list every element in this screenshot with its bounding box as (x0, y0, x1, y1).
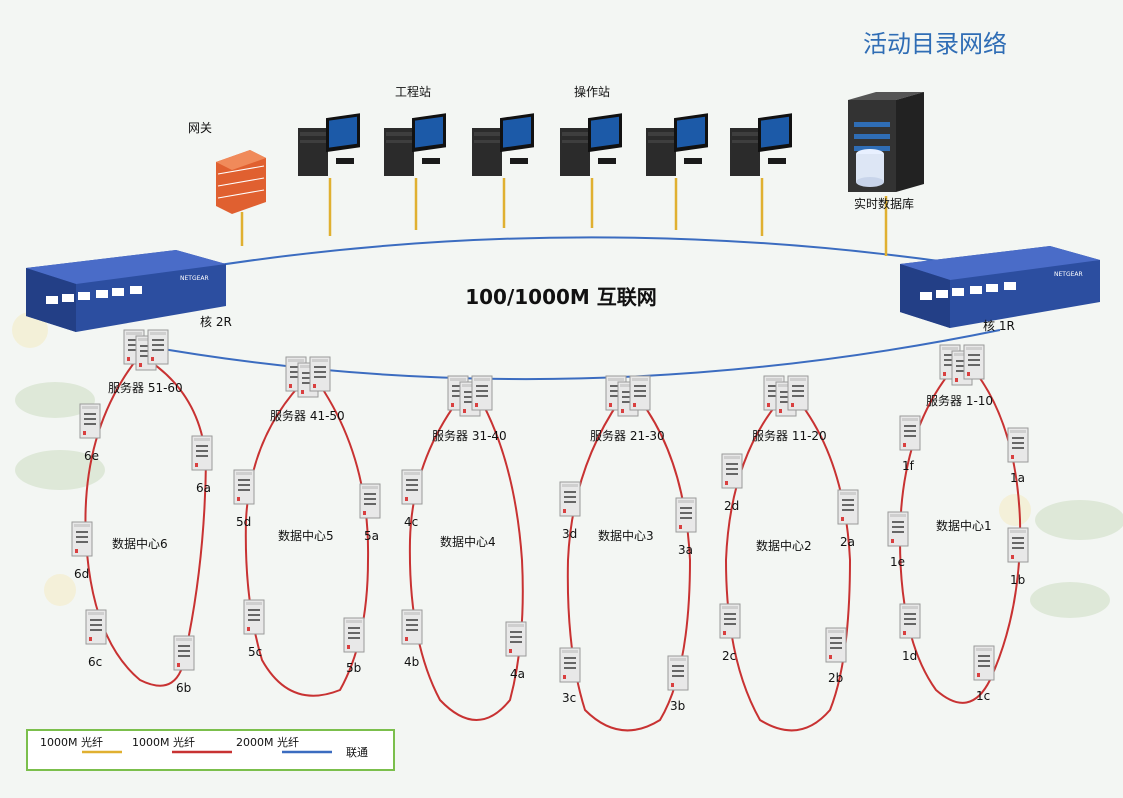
datacenter-label: 数据中心2 (756, 538, 812, 553)
leaf-decoration (12, 312, 1123, 618)
engineering-station-label: 工程站 (395, 84, 431, 99)
node-label: 6e (84, 449, 99, 463)
workstations (298, 113, 792, 176)
node-label: 1b (1010, 573, 1025, 587)
node-label: 5c (248, 645, 262, 659)
node-label: 1c (976, 689, 990, 703)
datacenter-label: 数据中心5 (278, 528, 334, 543)
switch-left-icon (26, 250, 226, 332)
node-label: 6a (196, 481, 211, 495)
fiber-drops (240, 178, 888, 256)
node-label: 6c (88, 655, 102, 669)
node-servers (71, 403, 1029, 691)
server-group-label: 服务器 41-50 (270, 408, 345, 423)
legend-fiber-2000m: 2000M 光纤 (236, 735, 299, 749)
node-label: 4b (404, 655, 419, 669)
server-group-label: 服务器 11-20 (752, 428, 827, 443)
database-server-icon (848, 92, 924, 192)
server-group-label: 服务器 31-40 (432, 428, 507, 443)
switch-brand-right: NETGEAR (1054, 271, 1083, 278)
node-label: 3b (670, 699, 685, 713)
node-label: 2d (724, 499, 739, 513)
node-label: 2b (828, 671, 843, 685)
datacenter-label: 数据中心3 (598, 528, 654, 543)
legend: 1000M 光纤 1000M 光纤 2000M 光纤 联通 (26, 729, 395, 771)
switch-right-label: 核 1R (983, 319, 1015, 333)
backbone-label: 100/1000M 互联网 (465, 285, 657, 309)
node-label: 6d (74, 567, 89, 581)
switch-brand-left: NETGEAR (180, 275, 209, 282)
backbone-upper-link (129, 236, 1001, 281)
gateway-label: 网关 (188, 121, 212, 135)
node-label: 3c (562, 691, 576, 705)
datacenter-label: 数据中心6 (112, 536, 168, 551)
fiber-rings (84, 354, 1022, 732)
database-label: 实时数据库 (854, 196, 914, 211)
node-label: 1d (902, 649, 917, 663)
server-groups (123, 329, 985, 417)
node-label: 3d (562, 527, 577, 541)
node-label: 1a (1010, 471, 1025, 485)
server-group-label: 服务器 1-10 (926, 393, 993, 408)
node-label: 1f (902, 459, 915, 473)
node-label: 2a (840, 535, 855, 549)
switch-left-label: 核 2R (200, 315, 232, 329)
operator-station-label: 操作站 (574, 84, 610, 99)
node-label: 5b (346, 661, 361, 675)
node-label: 5a (364, 529, 379, 543)
node-label: 2c (722, 649, 736, 663)
firewall-icon (216, 150, 266, 214)
datacenter-label: 数据中心4 (440, 534, 496, 549)
legend-link: 联通 (346, 746, 368, 759)
node-label: 1e (890, 555, 905, 569)
node-label: 4a (510, 667, 525, 681)
legend-fiber-1000m: 1000M 光纤 (40, 735, 103, 749)
backbone-lower-link (139, 329, 1001, 381)
node-label: 4c (404, 515, 418, 529)
node-label: 5d (236, 515, 251, 529)
page-title: 活动目录网络 (863, 30, 1007, 58)
node-label: 6b (176, 681, 191, 695)
switch-right-icon (900, 246, 1100, 328)
datacenter-label: 数据中心1 (936, 518, 992, 533)
legend-fiber-1000m-red: 1000M 光纤 (132, 735, 195, 749)
node-label: 3a (678, 543, 693, 557)
server-group-label: 服务器 51-60 (108, 380, 183, 395)
server-group-label: 服务器 21-30 (590, 428, 665, 443)
